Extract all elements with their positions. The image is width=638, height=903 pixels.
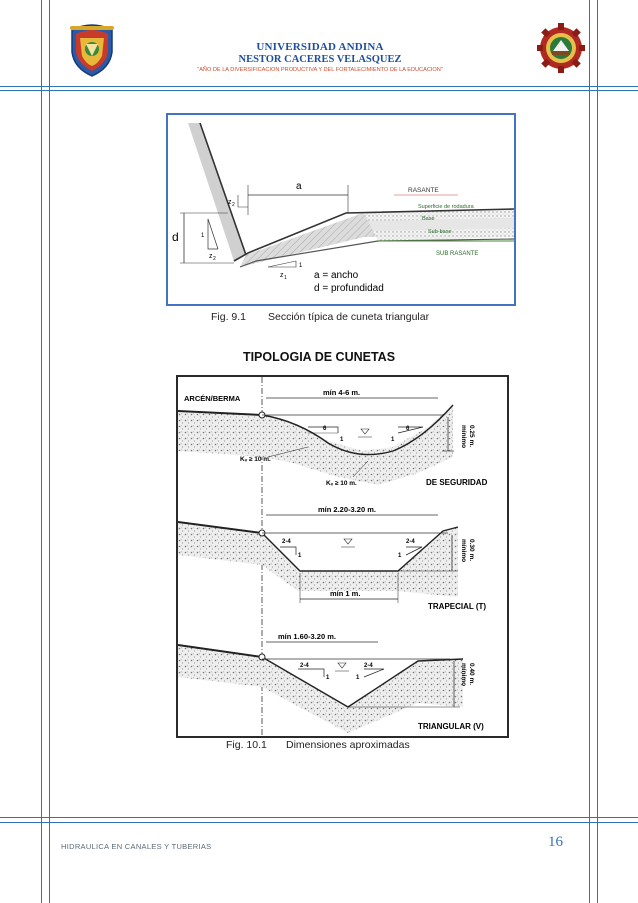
- label-trap-one-right: 1: [398, 553, 402, 559]
- label-base: Base: [422, 216, 435, 222]
- figure-cuneta-triangular: a d 1 z 2 z 2 z 1 1 RASANTE Superficie d…: [166, 113, 516, 306]
- label-tri-24-right: 2-4: [364, 663, 373, 669]
- label-sub-rasante: SUB RASANTE: [436, 251, 478, 257]
- header-university: UNIVERSIDAD ANDINA: [256, 41, 384, 53]
- figure-tipologia-cunetas: ARCÉN/BERMA mín 4-6 m. 6 1 6 1 mínimo 0.…: [176, 375, 509, 738]
- footer-rule-1: [0, 817, 638, 818]
- label-kv1: Kᵥ ≥ 10 m.: [240, 456, 271, 463]
- caption-fig1-number: Fig. 9.1: [211, 311, 247, 323]
- caption-fig2-number: Fig. 10.1: [226, 739, 267, 751]
- label-seg-six-right: 6: [406, 426, 410, 432]
- label-z2-bottom: z: [209, 253, 213, 260]
- label-tri-one-right: 1: [356, 675, 360, 681]
- label-seg-depth-2: 0.25 m.: [468, 425, 475, 447]
- label-tri-depth-2: 0.40 m.: [468, 663, 475, 685]
- label-z2-bottom-sub: 2: [213, 256, 216, 262]
- label-seg-one-left: 1: [340, 437, 344, 443]
- label-d: d: [172, 230, 179, 244]
- legend-a: a = ancho: [314, 270, 359, 281]
- label-subbase: Sub-base: [428, 229, 452, 235]
- cuneta-triangular-diagram: a d 1 z 2 z 2 z 1 1 RASANTE Superficie d…: [172, 122, 515, 294]
- label-seg-min: mín 4-6 m.: [323, 388, 360, 397]
- frame-right-outer: [597, 0, 598, 903]
- tipologia-cunetas-diagram: ARCÉN/BERMA mín 4-6 m. 6 1 6 1 mínimo 0.…: [177, 377, 488, 736]
- label-trap-bottom: mín 1 m.: [330, 589, 360, 598]
- header-name: NESTOR CACERES VELASQUEZ: [238, 54, 402, 65]
- label-one-left: 1: [201, 233, 205, 239]
- label-trap-24-right: 2-4: [406, 539, 415, 545]
- footer-course-title: HIDRAULICA EN CANALES Y TUBERIAS: [61, 842, 212, 851]
- frame-left-inner: [49, 0, 50, 903]
- label-trap-min: mín 2.20-3.20 m.: [318, 505, 376, 514]
- label-one-right: 1: [299, 263, 303, 269]
- label-seg-one-right: 1: [391, 437, 395, 443]
- label-z1: z: [280, 272, 284, 279]
- frame-left-outer: [41, 0, 42, 903]
- caption-fig2-text: Dimensiones aproximadas: [286, 739, 410, 751]
- label-a: a: [296, 181, 302, 192]
- label-seg-depth-1: mínimo: [460, 425, 467, 448]
- label-superficie: Superficie de rodadura: [418, 204, 475, 210]
- label-kv2: Kᵥ ≥ 10 m.: [326, 480, 357, 487]
- label-trap-depth-2: 0.30 m.: [468, 539, 475, 561]
- page-number: 16: [548, 834, 563, 850]
- label-trap-depth-1: mínimo: [460, 539, 467, 562]
- university-shield-logo: [70, 24, 114, 77]
- label-tri-one-left: 1: [326, 675, 330, 681]
- footer-rule-2: [0, 822, 638, 823]
- label-z2-top-sub: 2: [232, 202, 235, 208]
- label-seg-name: DE SEGURIDAD: [426, 478, 488, 487]
- label-z1-sub: 1: [284, 275, 287, 281]
- label-trap-24-left: 2-4: [282, 539, 291, 545]
- label-z2-top: z: [228, 199, 232, 206]
- section-title: TIPOLOGIA DE CUNETAS: [242, 350, 396, 364]
- label-tri-24-left: 2-4: [300, 663, 309, 669]
- label-arcen: ARCÉN/BERMA: [184, 394, 241, 403]
- caption-fig1-text: Sección típica de cuneta triangular: [268, 311, 430, 323]
- header-motto: "AÑO DE LA DIVERSIFICACION PRODUCTIVA Y …: [197, 67, 443, 73]
- faculty-gear-logo: [537, 23, 585, 73]
- label-trap-name: TRAPECIAL (T): [428, 602, 486, 611]
- header-rule-1: [0, 86, 638, 87]
- label-seg-six-left: 6: [323, 426, 327, 432]
- label-tri-name: TRIANGULAR (V): [418, 722, 484, 731]
- legend-d: d = profundidad: [314, 283, 384, 294]
- label-tri-min: mín 1.60-3.20 m.: [278, 632, 336, 641]
- label-tri-depth-1: mínimo: [460, 663, 467, 686]
- label-trap-one-left: 1: [298, 553, 302, 559]
- label-rasante: RASANTE: [408, 187, 439, 194]
- header-rule-2: [0, 90, 638, 91]
- frame-right-inner: [589, 0, 590, 903]
